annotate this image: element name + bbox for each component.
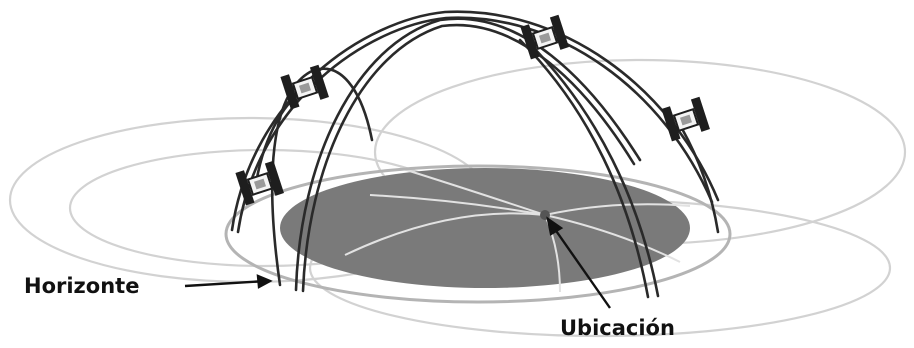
ground-disc xyxy=(280,168,690,288)
horizon-arrow-head xyxy=(258,276,270,287)
horizon-label: Horizonte xyxy=(24,276,139,297)
location-label: Ubicación xyxy=(560,318,675,339)
